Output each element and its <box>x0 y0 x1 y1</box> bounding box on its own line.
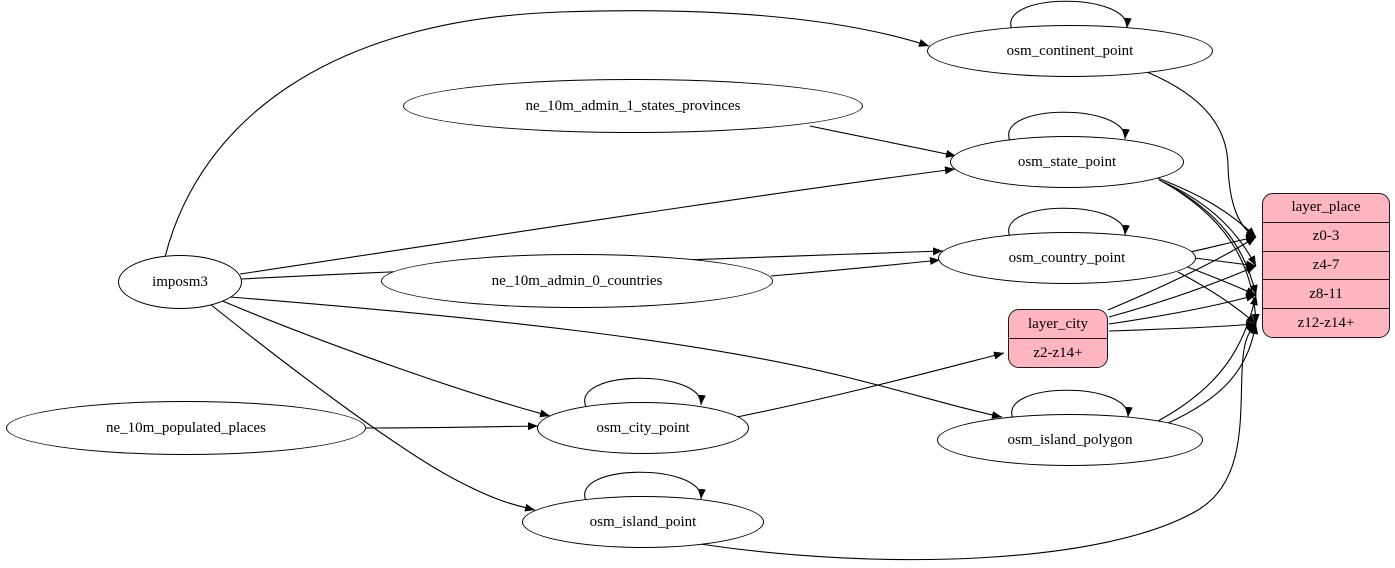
edge-osm_continent_point-to-layer_place-z0-3 <box>1146 71 1257 238</box>
node-label-osm_city_point: osm_city_point <box>596 419 690 436</box>
edge-osm_state_point-to-layer_place-z4-7 <box>1158 179 1257 267</box>
record-row-layer_place-z4-7: z4-7 <box>1263 250 1389 280</box>
edge-ne_10m_populated_places-to-osm_city_point <box>365 422 539 431</box>
node-label-imposm3: imposm3 <box>152 273 208 290</box>
node-label-ne_10m_admin_0_countries: ne_10m_admin_0_countries <box>491 272 663 289</box>
edge-imposm3-to-osm_state_point <box>239 166 956 275</box>
edge-osm_country_point-to-layer_place-z8-11 <box>1184 265 1257 296</box>
node-osm_island_point: osm_island_point <box>522 496 764 548</box>
node-imposm3: imposm3 <box>118 255 242 309</box>
edge-imposm3-to-osm_city_point <box>219 299 551 418</box>
self-loop-osm_island_polygon <box>1011 389 1133 420</box>
node-label-ne_10m_admin_1_states_provinces: ne_10m_admin_1_states_provinces <box>525 97 741 114</box>
edge-imposm3-to-osm_continent_point <box>164 10 930 258</box>
node-layer_city: layer_city z2-z14+ <box>1008 309 1108 368</box>
self-loop-osm_city_point <box>584 377 706 408</box>
node-ne_10m_admin_1_states_provinces: ne_10m_admin_1_states_provinces <box>403 79 863 133</box>
record-row-layer_place-z8-11: z8-11 <box>1263 279 1389 308</box>
node-label-osm_island_polygon: osm_island_polygon <box>1007 431 1133 448</box>
edge-layer_city-to-layer_place-z12-z14+ <box>1108 320 1257 332</box>
edge-osm_island_polygon-to-layer_place-z12-z14+ <box>1165 323 1259 425</box>
node-osm_island_polygon: osm_island_polygon <box>937 414 1203 466</box>
node-label-osm_island_point: osm_island_point <box>589 513 697 530</box>
edge-imposm3-to-osm_island_point <box>209 303 536 512</box>
self-loop-osm_island_point <box>584 471 706 502</box>
node-label-osm_country_point: osm_country_point <box>1008 249 1126 266</box>
edge-osm_island_point-to-layer_place-z12-z14+ <box>699 323 1257 561</box>
self-loop-osm_state_point <box>1008 111 1130 142</box>
self-loop-osm_continent_point <box>1010 0 1132 31</box>
edge-layer_city-to-layer_place-z4-7 <box>1108 265 1257 318</box>
node-osm_country_point: osm_country_point <box>938 232 1196 284</box>
edge-osm_country_point-to-layer_place-z4-7 <box>1194 257 1257 269</box>
record-row-layer_city-z2-z14+: z2-z14+ <box>1009 338 1107 367</box>
node-osm_city_point: osm_city_point <box>537 402 749 454</box>
edge-imposm3-to-osm_island_polygon <box>229 296 1003 419</box>
edge-osm_country_point-to-layer_place-z12-z14+ <box>1177 271 1257 325</box>
record-row-layer_place-z0-3: z0-3 <box>1263 221 1389 251</box>
edge-osm_island_polygon-to-layer_place-z8-11 <box>1157 294 1258 422</box>
edge-layer_city-to-layer_place-z8-11 <box>1108 293 1257 325</box>
edge-layer_city-to-layer_place-z0-3 <box>1107 236 1257 311</box>
node-osm_state_point: osm_state_point <box>950 136 1184 188</box>
edge-ne_10m_admin_0_countries-to-osm_country_point <box>770 257 941 277</box>
record-header-layer_city: layer_city <box>1028 315 1088 332</box>
node-label-ne_10m_populated_places: ne_10m_populated_places <box>106 419 266 436</box>
node-label-osm_continent_point: osm_continent_point <box>1006 42 1134 59</box>
node-osm_continent_point: osm_continent_point <box>927 25 1213 77</box>
edge-osm_state_point-to-layer_place-z0-3 <box>1154 176 1257 238</box>
node-ne_10m_admin_0_countries: ne_10m_admin_0_countries <box>381 254 773 308</box>
node-ne_10m_populated_places: ne_10m_populated_places <box>6 401 366 455</box>
record-row-layer_place-z12-z14+: z12-z14+ <box>1263 308 1389 337</box>
edge-osm_state_point-to-layer_place-z8-11 <box>1162 181 1258 296</box>
record-header-layer_place: layer_place <box>1291 199 1361 216</box>
node-label-osm_state_point: osm_state_point <box>1017 153 1117 170</box>
edge-osm_city_point-to-layer_city-z2-z14+ <box>736 351 1005 418</box>
self-loop-osm_country_point <box>1008 207 1130 238</box>
edge-ne_10m_admin_1_states_provinces-to-osm_state_point <box>809 125 957 158</box>
